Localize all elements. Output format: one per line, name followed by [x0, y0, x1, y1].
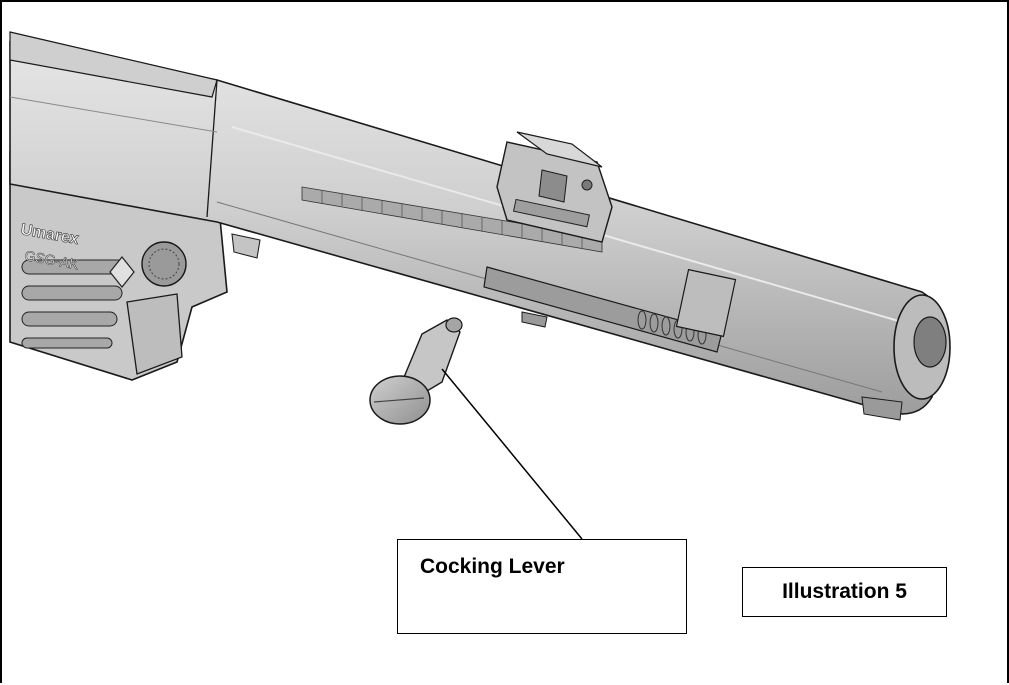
- cocking-lever-label: Cocking Lever: [420, 555, 565, 578]
- illustration-caption: Illustration 5: [782, 580, 907, 603]
- cocking-lever-part: [369, 317, 463, 425]
- barrel-tube: [9, 31, 951, 421]
- cocking-lever-leader-line: [441, 368, 583, 540]
- rear-sight: [496, 131, 613, 243]
- cocking-lever-callout: Cocking Lever: [397, 539, 687, 634]
- illustration-caption-box: Illustration 5: [742, 567, 947, 617]
- selector-knob: [141, 241, 187, 287]
